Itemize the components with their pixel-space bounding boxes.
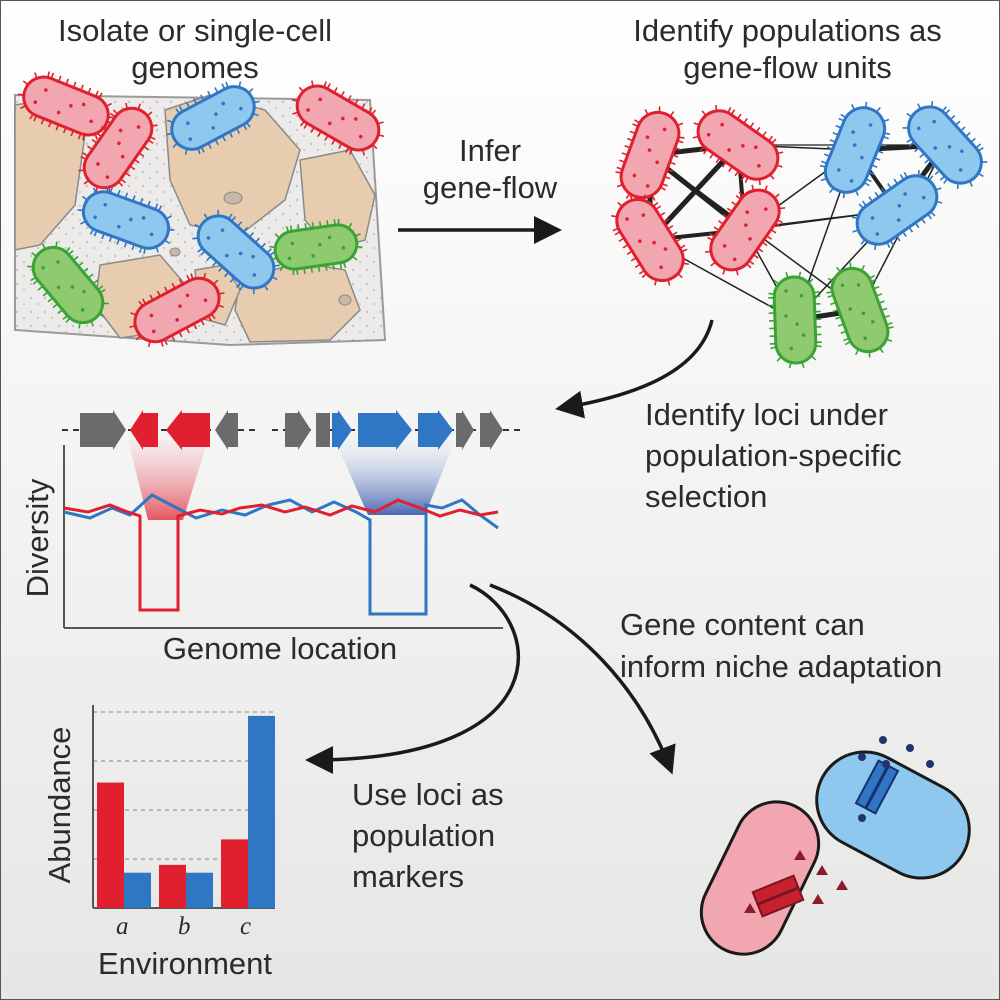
identify-populations-caption: Identify populations as gene-flow units <box>590 12 985 86</box>
caption-line: Isolate or single-cell <box>58 13 332 48</box>
gene-arrow-gray-2 <box>215 410 238 450</box>
blue-diversity-line <box>63 493 499 616</box>
gene-arrow-gray-4 <box>316 413 330 447</box>
caption-line: markers <box>352 859 464 894</box>
bacterium-red-1 <box>17 71 115 141</box>
bacterium-red-9 <box>129 272 225 348</box>
caption-line: inform niche adaptation <box>620 649 943 684</box>
gene-arrow-red-1 <box>130 410 158 450</box>
blue-substrate-molecules <box>858 736 934 822</box>
isolate-genomes-caption: Isolate or single-cell genomes <box>15 12 375 86</box>
gene-arrow-red-2 <box>166 410 210 450</box>
bar-c-0 <box>221 839 248 908</box>
gene-content-caption: Gene content can inform niche adaptation <box>620 604 990 688</box>
caption-line: Use loci as <box>352 777 504 812</box>
network-node-red-2 <box>692 104 784 186</box>
loci-arrow <box>555 319 714 419</box>
soil-sample <box>14 93 387 347</box>
soil-bacteria <box>17 71 385 348</box>
gene-arrow-gray-3 <box>285 410 311 450</box>
bar-b-1 <box>186 872 213 908</box>
diversity-xlabel: Genome location <box>162 631 398 666</box>
network-node-red-1 <box>615 106 685 204</box>
bar-gridlines <box>93 711 275 860</box>
caption-line: Identify populations as <box>633 13 942 48</box>
gene-arrow-gray-5 <box>456 410 474 450</box>
caption-line: population <box>352 818 496 853</box>
caption-line: Gene content can <box>620 607 865 642</box>
gene-arrow-blue-1 <box>332 410 352 450</box>
use-loci-caption: Use loci as population markers <box>352 774 572 897</box>
x-tick-label: c <box>240 913 252 940</box>
network-node-red-3 <box>611 194 689 286</box>
abundance-xlabel: Environment <box>97 946 273 981</box>
network-node-blue-5 <box>819 101 891 199</box>
red-diversity-line <box>63 498 499 612</box>
identify-loci-caption: Identify loci under population-specific … <box>645 394 965 517</box>
x-tick-label: a <box>116 913 129 940</box>
bacterium-green-8 <box>27 241 109 329</box>
transporter-cells <box>699 736 971 956</box>
caption-line: Infer <box>458 133 522 168</box>
caption-line: selection <box>645 479 768 514</box>
red-transporter-protein <box>751 874 805 918</box>
diversity-plot <box>63 445 503 629</box>
gene-arrow-blue-3 <box>418 410 453 450</box>
caption-line: gene-flow <box>422 170 558 205</box>
bacterium-red-2 <box>78 102 158 194</box>
caption-line: gene-flow units <box>683 50 892 85</box>
bacterium-blue-3 <box>166 81 260 155</box>
bacterium-green-7 <box>269 218 363 276</box>
gene-arrow-blue-2 <box>358 410 412 450</box>
bars <box>97 715 275 908</box>
bacterium-blue-5 <box>77 186 175 254</box>
network-node-green-8 <box>768 271 822 369</box>
bar-a-0 <box>97 782 124 908</box>
red-substrate-molecules <box>744 850 848 913</box>
bacterium-blue-6 <box>192 209 280 295</box>
x-tick-label: b <box>178 913 191 940</box>
gene-arrow-gray-1 <box>80 410 126 450</box>
bar-c-1 <box>248 715 275 908</box>
caption-line: Identify loci under <box>645 397 888 432</box>
infer-gene-flow-caption: Infer gene-flow <box>410 132 570 206</box>
markers-arrow <box>305 583 521 774</box>
niche-arrow <box>489 583 676 775</box>
bacterium-red-4 <box>291 80 385 156</box>
network-node-blue-7 <box>851 169 943 251</box>
blue-transporter-cell <box>815 750 971 880</box>
bar-b-0 <box>159 864 186 908</box>
diversity-ylabel: Diversity <box>20 478 55 598</box>
network-node-blue-6 <box>902 100 988 190</box>
blue-locus-cone <box>335 440 455 515</box>
bar-a-1 <box>124 872 151 908</box>
network-bacteria <box>611 100 988 369</box>
abundance-bar-chart <box>92 705 275 909</box>
abundance-ylabel: Abundance <box>42 726 77 884</box>
caption-line: population-specific <box>645 438 902 473</box>
gene-arrow-gray-6 <box>480 410 503 450</box>
caption-line: genomes <box>131 50 259 85</box>
network-node-green-9 <box>826 262 894 358</box>
